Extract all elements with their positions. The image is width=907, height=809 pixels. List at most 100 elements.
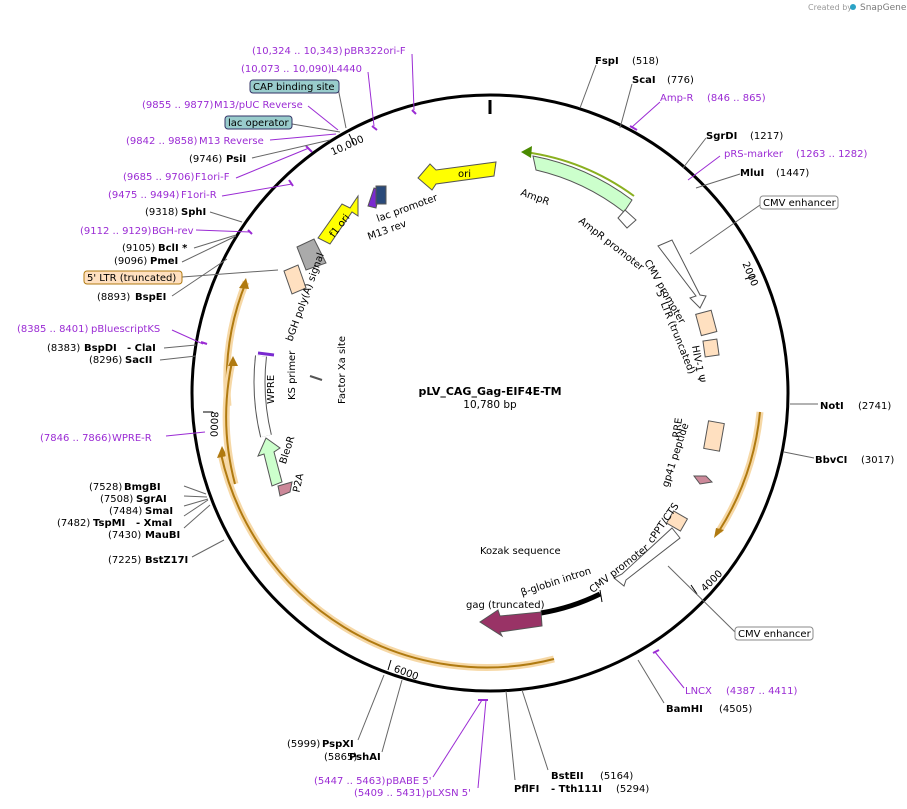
noti-pos: (2741) xyxy=(858,401,891,412)
sgrai-name: SgrAI xyxy=(136,494,167,505)
snapgene-logo-icon xyxy=(850,4,856,10)
bstz17i-leader xyxy=(191,539,225,558)
bglobin-end-marker xyxy=(599,589,603,603)
orf-left2-arrow-icon xyxy=(228,356,238,366)
gp41-feature xyxy=(693,475,714,485)
pmei-pos: (9096) xyxy=(114,256,147,267)
ampr-label: AmpR xyxy=(519,187,551,208)
kozak-label: Kozak sequence xyxy=(480,546,561,557)
factor-xa-label: Factor Xa site xyxy=(337,336,348,404)
cap-label: CAP binding site xyxy=(253,82,335,93)
orf-left-arrow-icon xyxy=(239,278,249,289)
psii-name: PsiI xyxy=(226,154,246,165)
noti-name: NotI xyxy=(820,401,844,412)
pbr322-name: pBR322ori-F xyxy=(344,46,406,57)
cmv-promoter-feature xyxy=(657,239,707,309)
orf-right-arrow-icon xyxy=(714,528,724,538)
m13rev-primer-leader xyxy=(269,133,337,141)
sphi-pos: (9318) xyxy=(145,207,178,218)
lncx-name: LNCX xyxy=(685,686,712,697)
bsteii-pos: (5164) xyxy=(600,771,633,782)
f1orir-marker xyxy=(288,179,294,187)
bstz17i-pos: (7225) xyxy=(108,555,141,566)
mlui-leader xyxy=(695,173,741,189)
f1orir-range: (9475 .. 9494) xyxy=(108,190,180,201)
cmv1-label: CMV enhancer xyxy=(763,198,837,209)
watermark-created-by: Created by xyxy=(808,3,852,12)
l4440-name: L4440 xyxy=(331,64,362,75)
rre-feature xyxy=(703,420,725,452)
cap-box xyxy=(249,79,340,94)
sacii-name: SacII xyxy=(125,355,152,366)
wprer-name: WPRE-R xyxy=(112,433,152,444)
bghrev-marker xyxy=(247,229,253,235)
f1orif-range: (9685 .. 9706) xyxy=(123,172,195,183)
pbabe-range: (5447 .. 5463) xyxy=(314,776,386,787)
sacii-leader xyxy=(159,355,197,361)
sgrdi-leader xyxy=(682,137,707,169)
orf-left2 xyxy=(225,361,236,485)
tspmi-name: TspMI xyxy=(93,518,125,529)
sphi-name: SphI xyxy=(181,207,206,218)
scai-pos: (776) xyxy=(667,75,694,86)
bmgbi-name: BmgBI xyxy=(124,482,161,493)
smai-pos: (7484) xyxy=(109,506,142,517)
bgh-polya-feature xyxy=(296,238,327,271)
orf-bottom xyxy=(220,453,555,669)
bleor-label: BleoR xyxy=(278,435,297,466)
lacop-box xyxy=(224,115,293,130)
wprer-leader xyxy=(165,431,206,437)
ampr-primer-leader xyxy=(631,101,661,128)
m13puc-leader xyxy=(307,105,339,131)
bbvci-leader xyxy=(783,451,815,459)
psii-pos: (9746) xyxy=(189,154,222,165)
ltr-box-label: 5' LTR (truncated) xyxy=(87,273,176,284)
xmai-name: - XmaI xyxy=(136,518,172,529)
sgrdi-name: SgrDI xyxy=(706,131,737,142)
bmgbi-pos: (7528) xyxy=(89,482,122,493)
mlui-pos: (1447) xyxy=(776,168,809,179)
fspi-leader xyxy=(579,64,597,109)
prs-marker-leader xyxy=(687,155,721,181)
l4440-range: (10,073 .. 10,090) xyxy=(241,64,332,75)
bbvci-name: BbvCI xyxy=(815,455,847,466)
ampr-primer-marker xyxy=(629,125,638,131)
f1orif-leader xyxy=(235,147,310,179)
wprer-range: (7846 .. 7866) xyxy=(40,433,112,444)
cmv-promoter2-feature xyxy=(613,527,681,587)
pbluescript-leader xyxy=(171,329,204,345)
pspxi-leader xyxy=(357,674,385,741)
fspi-pos: (518) xyxy=(632,56,659,67)
tick-label-8000: 8000 xyxy=(207,411,219,437)
pflfi-name: PflFI xyxy=(514,784,539,795)
tick-4000 xyxy=(690,584,698,595)
ampr-orf xyxy=(524,151,635,197)
sgrdi-pos: (1217) xyxy=(750,131,783,142)
pmei-name: PmeI xyxy=(150,256,178,267)
bleor-feature xyxy=(257,437,283,487)
cmv1-box xyxy=(759,195,839,210)
sgrai-pos: (7508) xyxy=(100,494,133,505)
ltr-box xyxy=(83,270,183,285)
plxsn-name: pLXSN 5' xyxy=(426,788,471,799)
ltr-left-leader xyxy=(181,269,279,278)
pbluescript-marker xyxy=(200,341,208,345)
maubi-pos: (7430) xyxy=(108,530,141,541)
gag-label: gag (truncated) xyxy=(466,600,545,611)
lac-promoter-feature xyxy=(375,185,387,205)
wpre-feature xyxy=(254,355,271,438)
cmv2-box xyxy=(734,626,814,641)
pshai-pos: (5865) xyxy=(324,752,357,763)
m13rev-label: M13 rev xyxy=(366,219,408,243)
tspmi-pos: (7482) xyxy=(57,518,90,529)
ampr-promoter-feature xyxy=(617,209,637,229)
pbluescript-name: pBluescriptKS xyxy=(91,324,160,335)
factor-xa-marker xyxy=(309,375,323,381)
wpre-label: WPRE xyxy=(266,375,277,404)
bcli-pos: (9105) xyxy=(122,243,155,254)
l4440-leader xyxy=(367,71,375,127)
bstz17i-name: BstZ17I xyxy=(145,555,188,566)
cmv2-leader xyxy=(667,565,736,633)
clai-name: - ClaI xyxy=(127,343,156,354)
pshai-name: PshAI xyxy=(349,752,381,763)
